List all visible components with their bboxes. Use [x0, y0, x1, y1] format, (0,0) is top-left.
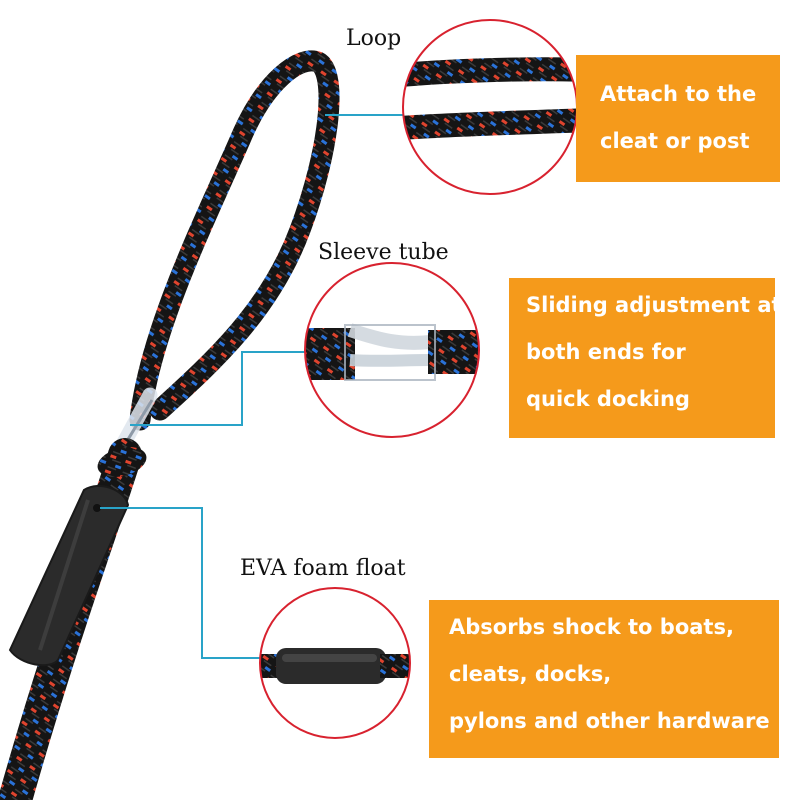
loop-callout-box: Attach to the cleat or post — [576, 55, 780, 182]
sleeve-callout-line-1: Sliding adjustment at — [526, 293, 782, 317]
sleeve-callout-line-3: quick docking — [526, 387, 690, 411]
float-closeup — [259, 587, 411, 739]
loop-closeup — [402, 19, 578, 195]
sleeve-closeup — [304, 262, 480, 438]
sleeve-callout-box: Sliding adjustment at both ends for quic… — [509, 278, 782, 438]
leader-lines — [100, 114, 404, 659]
rope-loop — [129, 50, 340, 431]
sleeve-callout-line-2: both ends for — [526, 340, 686, 364]
float-callout-line-1: Absorbs shock to boats, — [449, 615, 734, 639]
eva-foam-float-title: EVA foam float — [240, 556, 406, 581]
float-callout-line-3: pylons and other hardware — [449, 709, 770, 733]
float-callout-box: Absorbs shock to boats, cleats, docks, p… — [429, 600, 779, 758]
float-callout-line-2: cleats, docks, — [449, 662, 612, 686]
loop-callout-line-2: cleat or post — [600, 129, 750, 153]
sleeve-leader-line — [130, 351, 306, 426]
loop-title: Loop — [346, 26, 402, 51]
eva-foam-float — [8, 485, 130, 667]
loop-callout-line-1: Attach to the — [600, 82, 757, 106]
float-leader-line — [100, 507, 260, 659]
sleeve-tube-title: Sleeve tube — [318, 240, 449, 265]
